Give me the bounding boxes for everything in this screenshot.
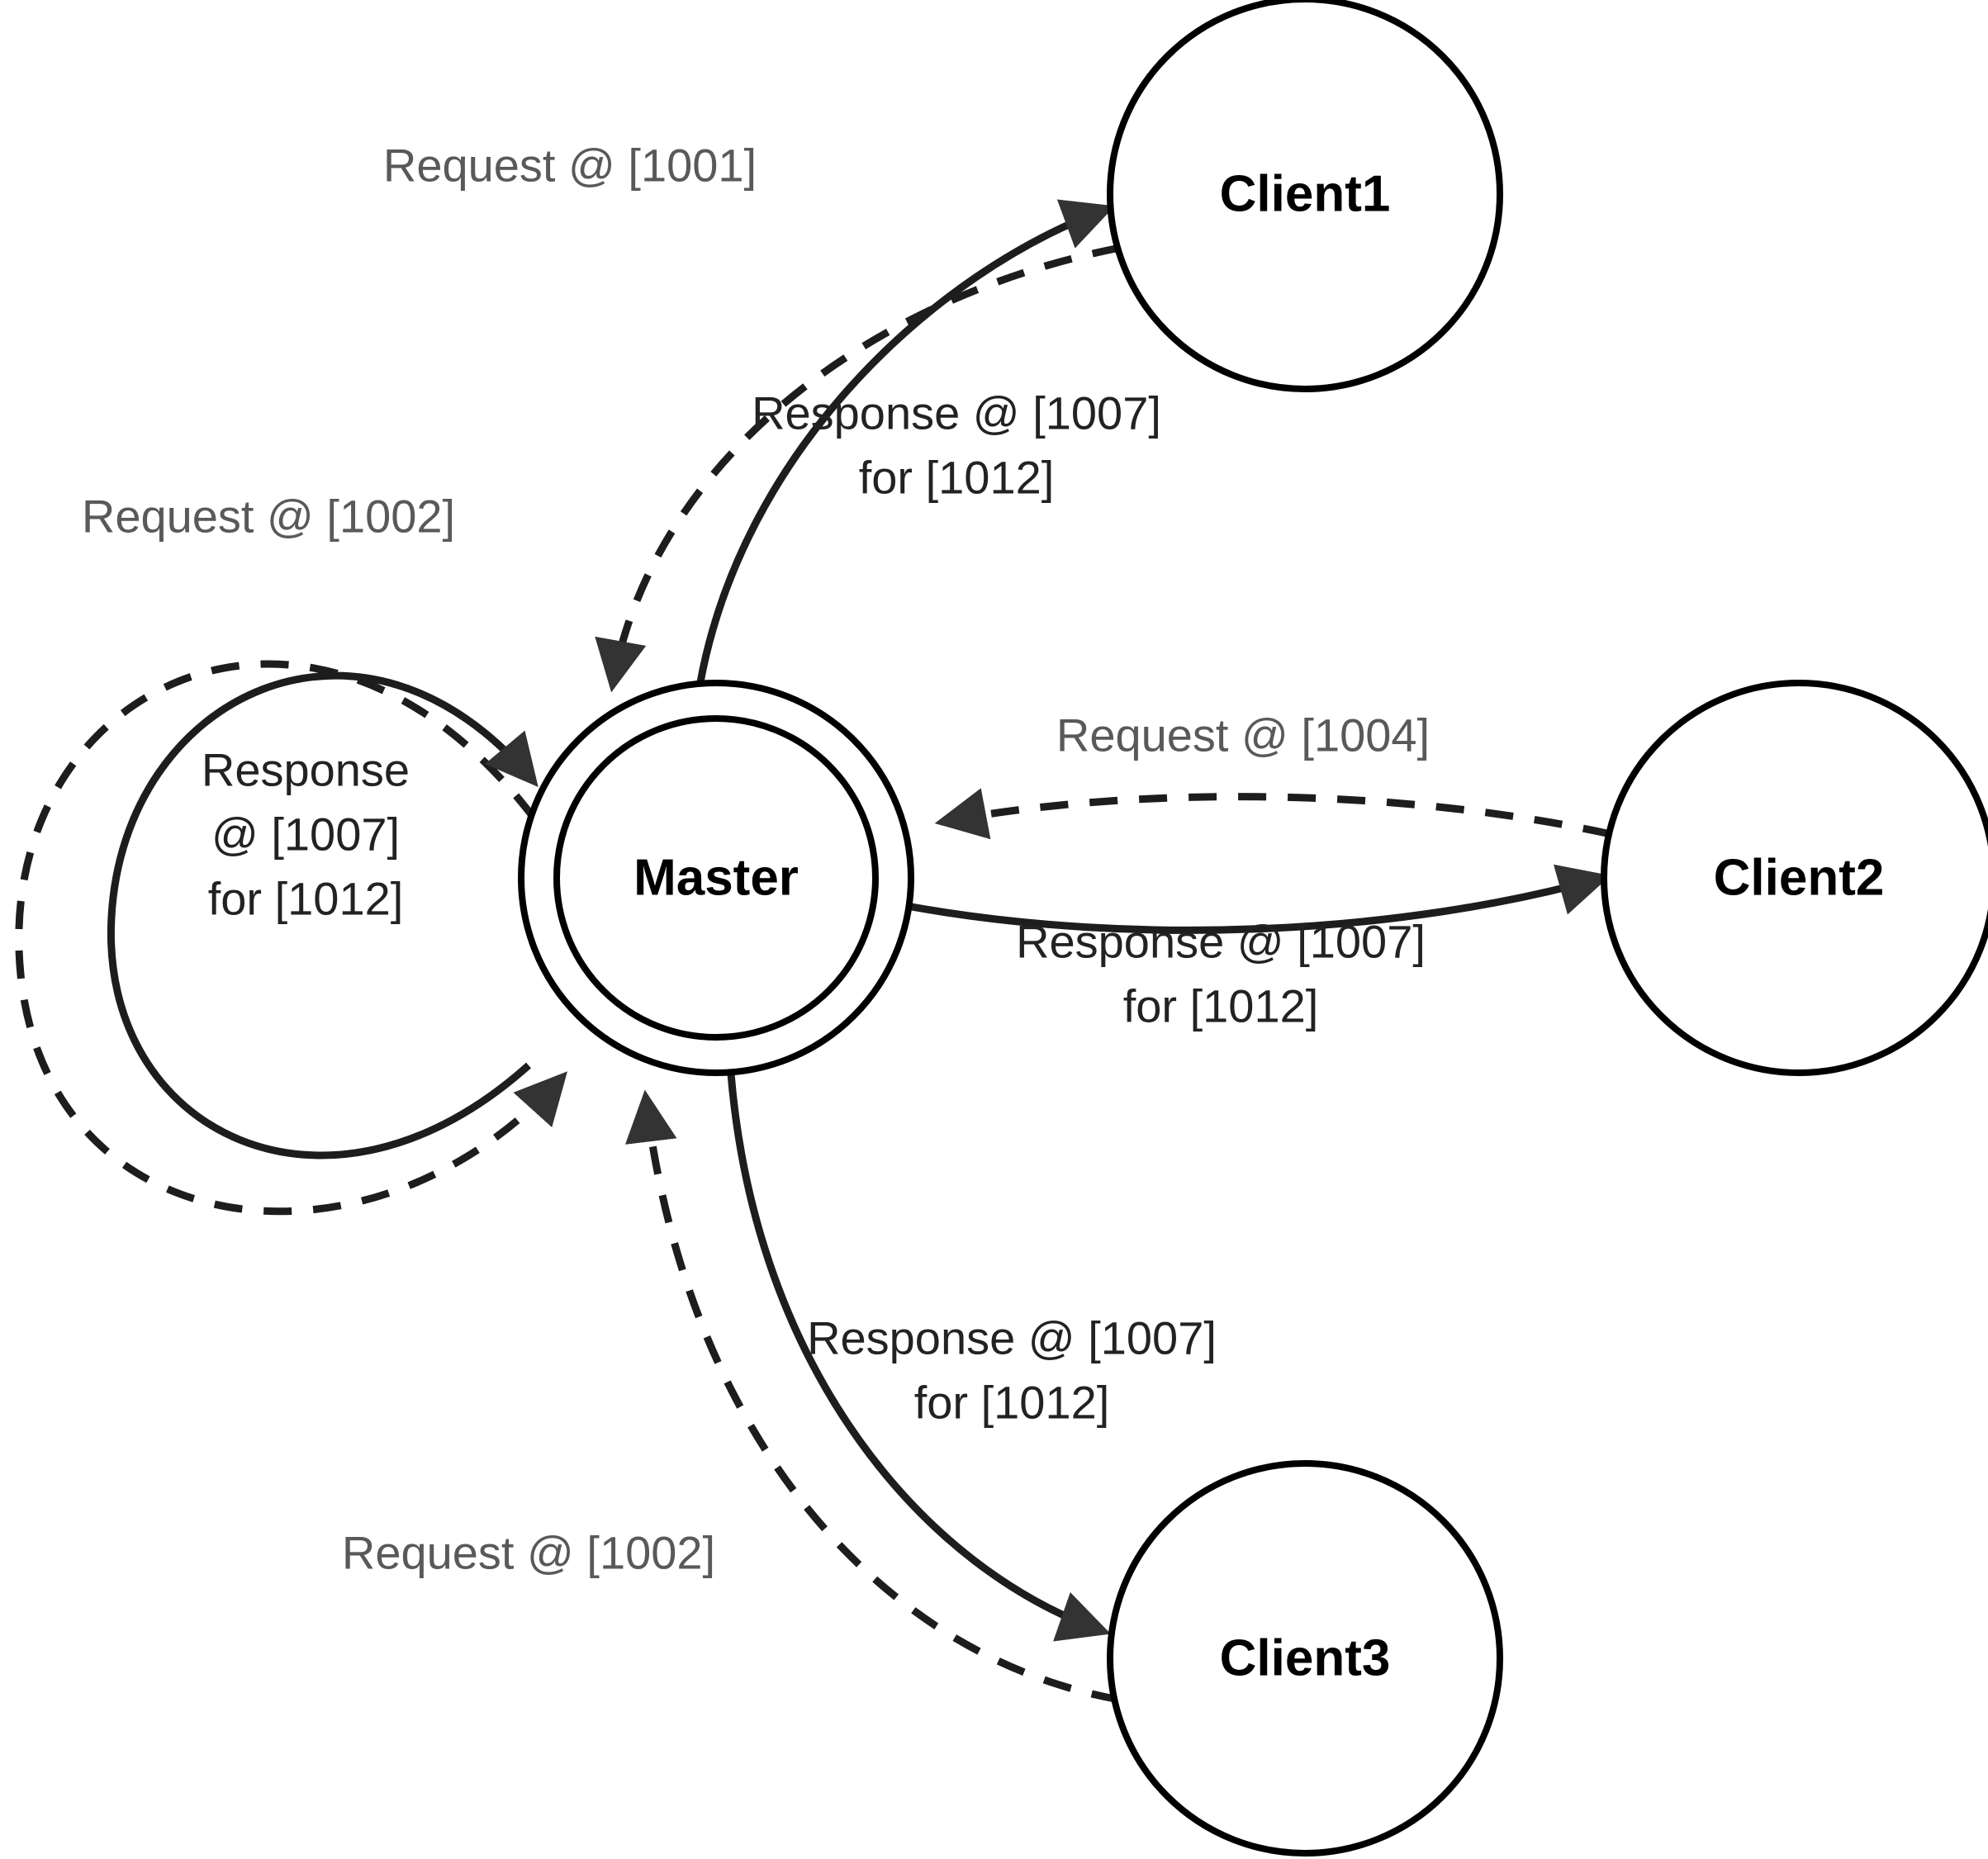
edge-label-client3-response: Response @ [1007] for [1012] [807, 1312, 1217, 1429]
node-client1-circle [1107, 0, 1503, 392]
edge-client2-request-path [934, 788, 1611, 840]
edge-label-client2-request: Request @ [1004] [1056, 709, 1430, 761]
edge-client2-response-path [906, 864, 1611, 934]
node-client2-circle [1601, 680, 1988, 1076]
edge-label-client1-request: Request @ [1001] [383, 140, 757, 192]
edge-label-client3-response-line1: Response @ [1007] [807, 1312, 1217, 1364]
node-master-outer-circle [518, 680, 914, 1076]
edge-label-client1-response: Response @ [1007] for [1012] [752, 387, 1161, 504]
node-client2[interactable]: Client2 [1601, 680, 1988, 1076]
edge-label-client3-response-line2: for [1012] [914, 1377, 1110, 1429]
node-master-inner-circle [553, 715, 879, 1041]
node-client1[interactable]: Client1 [1107, 0, 1503, 392]
node-master-label: Master [633, 850, 799, 907]
edge-client3-response-path [727, 1073, 1111, 1642]
edge-label-master-self-response-line1: Response [202, 744, 410, 796]
node-client3-label: Client3 [1220, 1630, 1391, 1687]
edge-label-master-self-response-line2: @ [1007] [211, 809, 400, 861]
node-client2-label: Client2 [1714, 850, 1885, 907]
edge-client1-response-path [696, 199, 1115, 683]
edge-client3-request-path [625, 1089, 1120, 1704]
edge-label-master-self-response: Response @ [1007] for [1012] [202, 744, 410, 925]
edge-label-client2-response-line2: for [1012] [1123, 980, 1319, 1032]
edge-client1-request-path [595, 244, 1121, 693]
edge-master-self-request-path [15, 660, 568, 1216]
node-client3[interactable]: Client3 [1107, 1460, 1503, 1857]
edge-label-master-self-request: Request @ [1002] [82, 491, 455, 543]
edge-master-self-response-path [107, 671, 539, 1160]
edge-label-client2-response: Response @ [1007] for [1012] [1016, 916, 1426, 1032]
edge-label-client1-response-line2: for [1012] [859, 452, 1055, 504]
edge-label-client3-request: Request @ [1002] [342, 1527, 715, 1579]
node-master[interactable]: Master [518, 680, 914, 1076]
edge-label-master-self-response-line3: for [1012] [208, 873, 404, 925]
node-client3-circle [1107, 1460, 1503, 1857]
edge-label-client1-response-line1: Response @ [1007] [752, 387, 1161, 439]
edge-label-client2-response-line1: Response @ [1007] [1016, 916, 1426, 968]
node-client1-label: Client1 [1220, 166, 1391, 223]
